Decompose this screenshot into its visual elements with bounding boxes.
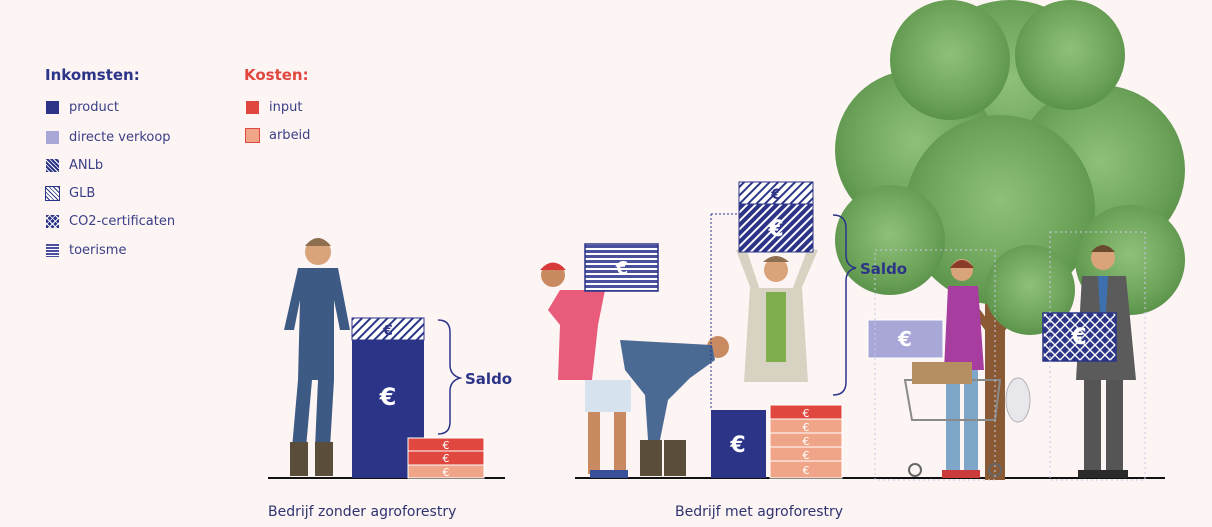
- svg-text:€: €: [803, 407, 810, 420]
- labor-swatch-icon: [245, 127, 260, 143]
- legend-item-labor: arbeid: [245, 126, 310, 144]
- farmer-figure-left: [284, 238, 350, 476]
- direct-sale-swatch-icon: [46, 130, 59, 144]
- direct-sale-block: [867, 319, 944, 359]
- tree-illustration: [835, 0, 1185, 480]
- right-saldo-brace: [832, 214, 857, 396]
- svg-text:€: €: [443, 439, 450, 452]
- right-product-block: [711, 410, 766, 478]
- legend-item-product: product: [46, 98, 119, 116]
- tourism-block: [584, 243, 659, 292]
- svg-text:€: €: [803, 435, 810, 448]
- shopper-woman-figure: [903, 259, 1031, 478]
- legend-item-glb: GLB: [45, 184, 95, 202]
- legend-item-tourism: toerisme: [46, 241, 126, 259]
- co2-block: [1042, 312, 1117, 362]
- legend-item-co2: CO2-certificaten: [46, 212, 175, 230]
- svg-text:€: €: [803, 449, 810, 462]
- left-glb-euro: €: [382, 323, 393, 339]
- left-caption: Bedrijf zonder agroforestry: [268, 504, 457, 520]
- svg-text:€: €: [729, 433, 745, 458]
- left-glb-bar: [351, 317, 425, 341]
- tourism-swatch-icon: [46, 243, 59, 257]
- man-red-cap-figure: [540, 262, 631, 478]
- anlb-block-right: [738, 203, 814, 253]
- co2-swatch-icon: [46, 214, 59, 228]
- left-product-euro: €: [379, 383, 397, 411]
- legend-item-input: input: [246, 98, 302, 116]
- product-swatch-icon: [46, 100, 59, 114]
- bending-worker-figure: [620, 336, 729, 476]
- woman-lifting-figure: [736, 248, 818, 382]
- svg-text:€: €: [615, 258, 629, 279]
- left-cost-labor: [407, 464, 485, 479]
- legend-item-direct-sale: directe verkoop: [46, 128, 171, 146]
- svg-text:€: €: [443, 466, 450, 479]
- svg-text:€: €: [897, 327, 912, 351]
- income-legend-title: Inkomsten:: [45, 66, 140, 84]
- legend-item-anlb: ANLb: [46, 156, 103, 174]
- right-saldo-label: Saldo: [860, 260, 908, 278]
- right-cost-stack: € € € € €: [769, 404, 843, 479]
- left-saldo-label: Saldo: [465, 370, 513, 388]
- anlb-swatch-icon: [46, 158, 59, 172]
- svg-text:€: €: [770, 187, 781, 203]
- svg-text:€: €: [803, 464, 810, 477]
- glb-swatch-icon: [45, 185, 60, 201]
- svg-text:€: €: [803, 421, 810, 434]
- left-saldo-brace: [437, 319, 463, 435]
- svg-text:€: €: [1070, 325, 1086, 350]
- right-caption: Bedrijf met agroforestry: [675, 504, 844, 520]
- svg-text:€: €: [767, 217, 783, 242]
- cost-legend-title: Kosten:: [244, 66, 309, 84]
- input-swatch-icon: [246, 100, 259, 114]
- svg-text:€: €: [443, 452, 450, 465]
